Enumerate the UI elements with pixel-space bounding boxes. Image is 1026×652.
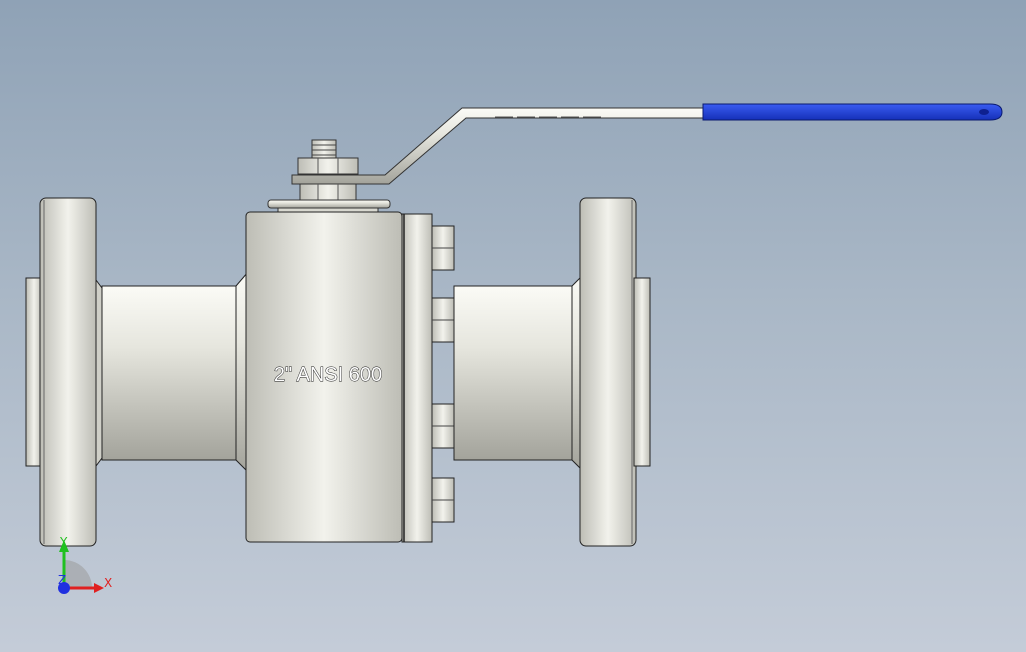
stem-assembly[interactable]	[267, 139, 391, 215]
bolt	[431, 225, 455, 271]
right-raised-face	[633, 277, 651, 467]
left-flange[interactable]	[25, 197, 103, 547]
bolt	[431, 477, 455, 523]
bolt	[431, 403, 455, 449]
gland-nut	[299, 183, 357, 201]
z-axis-dot-icon	[58, 582, 70, 594]
right-pipe-neck	[453, 285, 573, 461]
bolt	[431, 297, 455, 343]
handle-grip	[702, 103, 1003, 121]
body-bolts	[431, 225, 455, 523]
stop-plate	[267, 199, 391, 209]
x-axis-arrow-icon	[94, 583, 104, 593]
y-axis-label: Y	[59, 535, 68, 549]
left-pipe-neck	[101, 285, 237, 461]
orientation-triad: Y X Z	[58, 535, 112, 594]
x-axis-label: X	[104, 576, 112, 590]
right-flange[interactable]	[579, 197, 651, 547]
valve-body[interactable]: 2" ANSI 600	[245, 211, 433, 543]
body-cap	[401, 213, 433, 543]
z-axis-label: Z	[58, 573, 66, 587]
handle-lever[interactable]	[291, 103, 1003, 185]
packing-nut	[297, 157, 359, 175]
body-label: 2" ANSI 600	[274, 364, 382, 386]
y-axis-arrow-icon	[59, 540, 69, 552]
handle-hole	[979, 109, 989, 115]
